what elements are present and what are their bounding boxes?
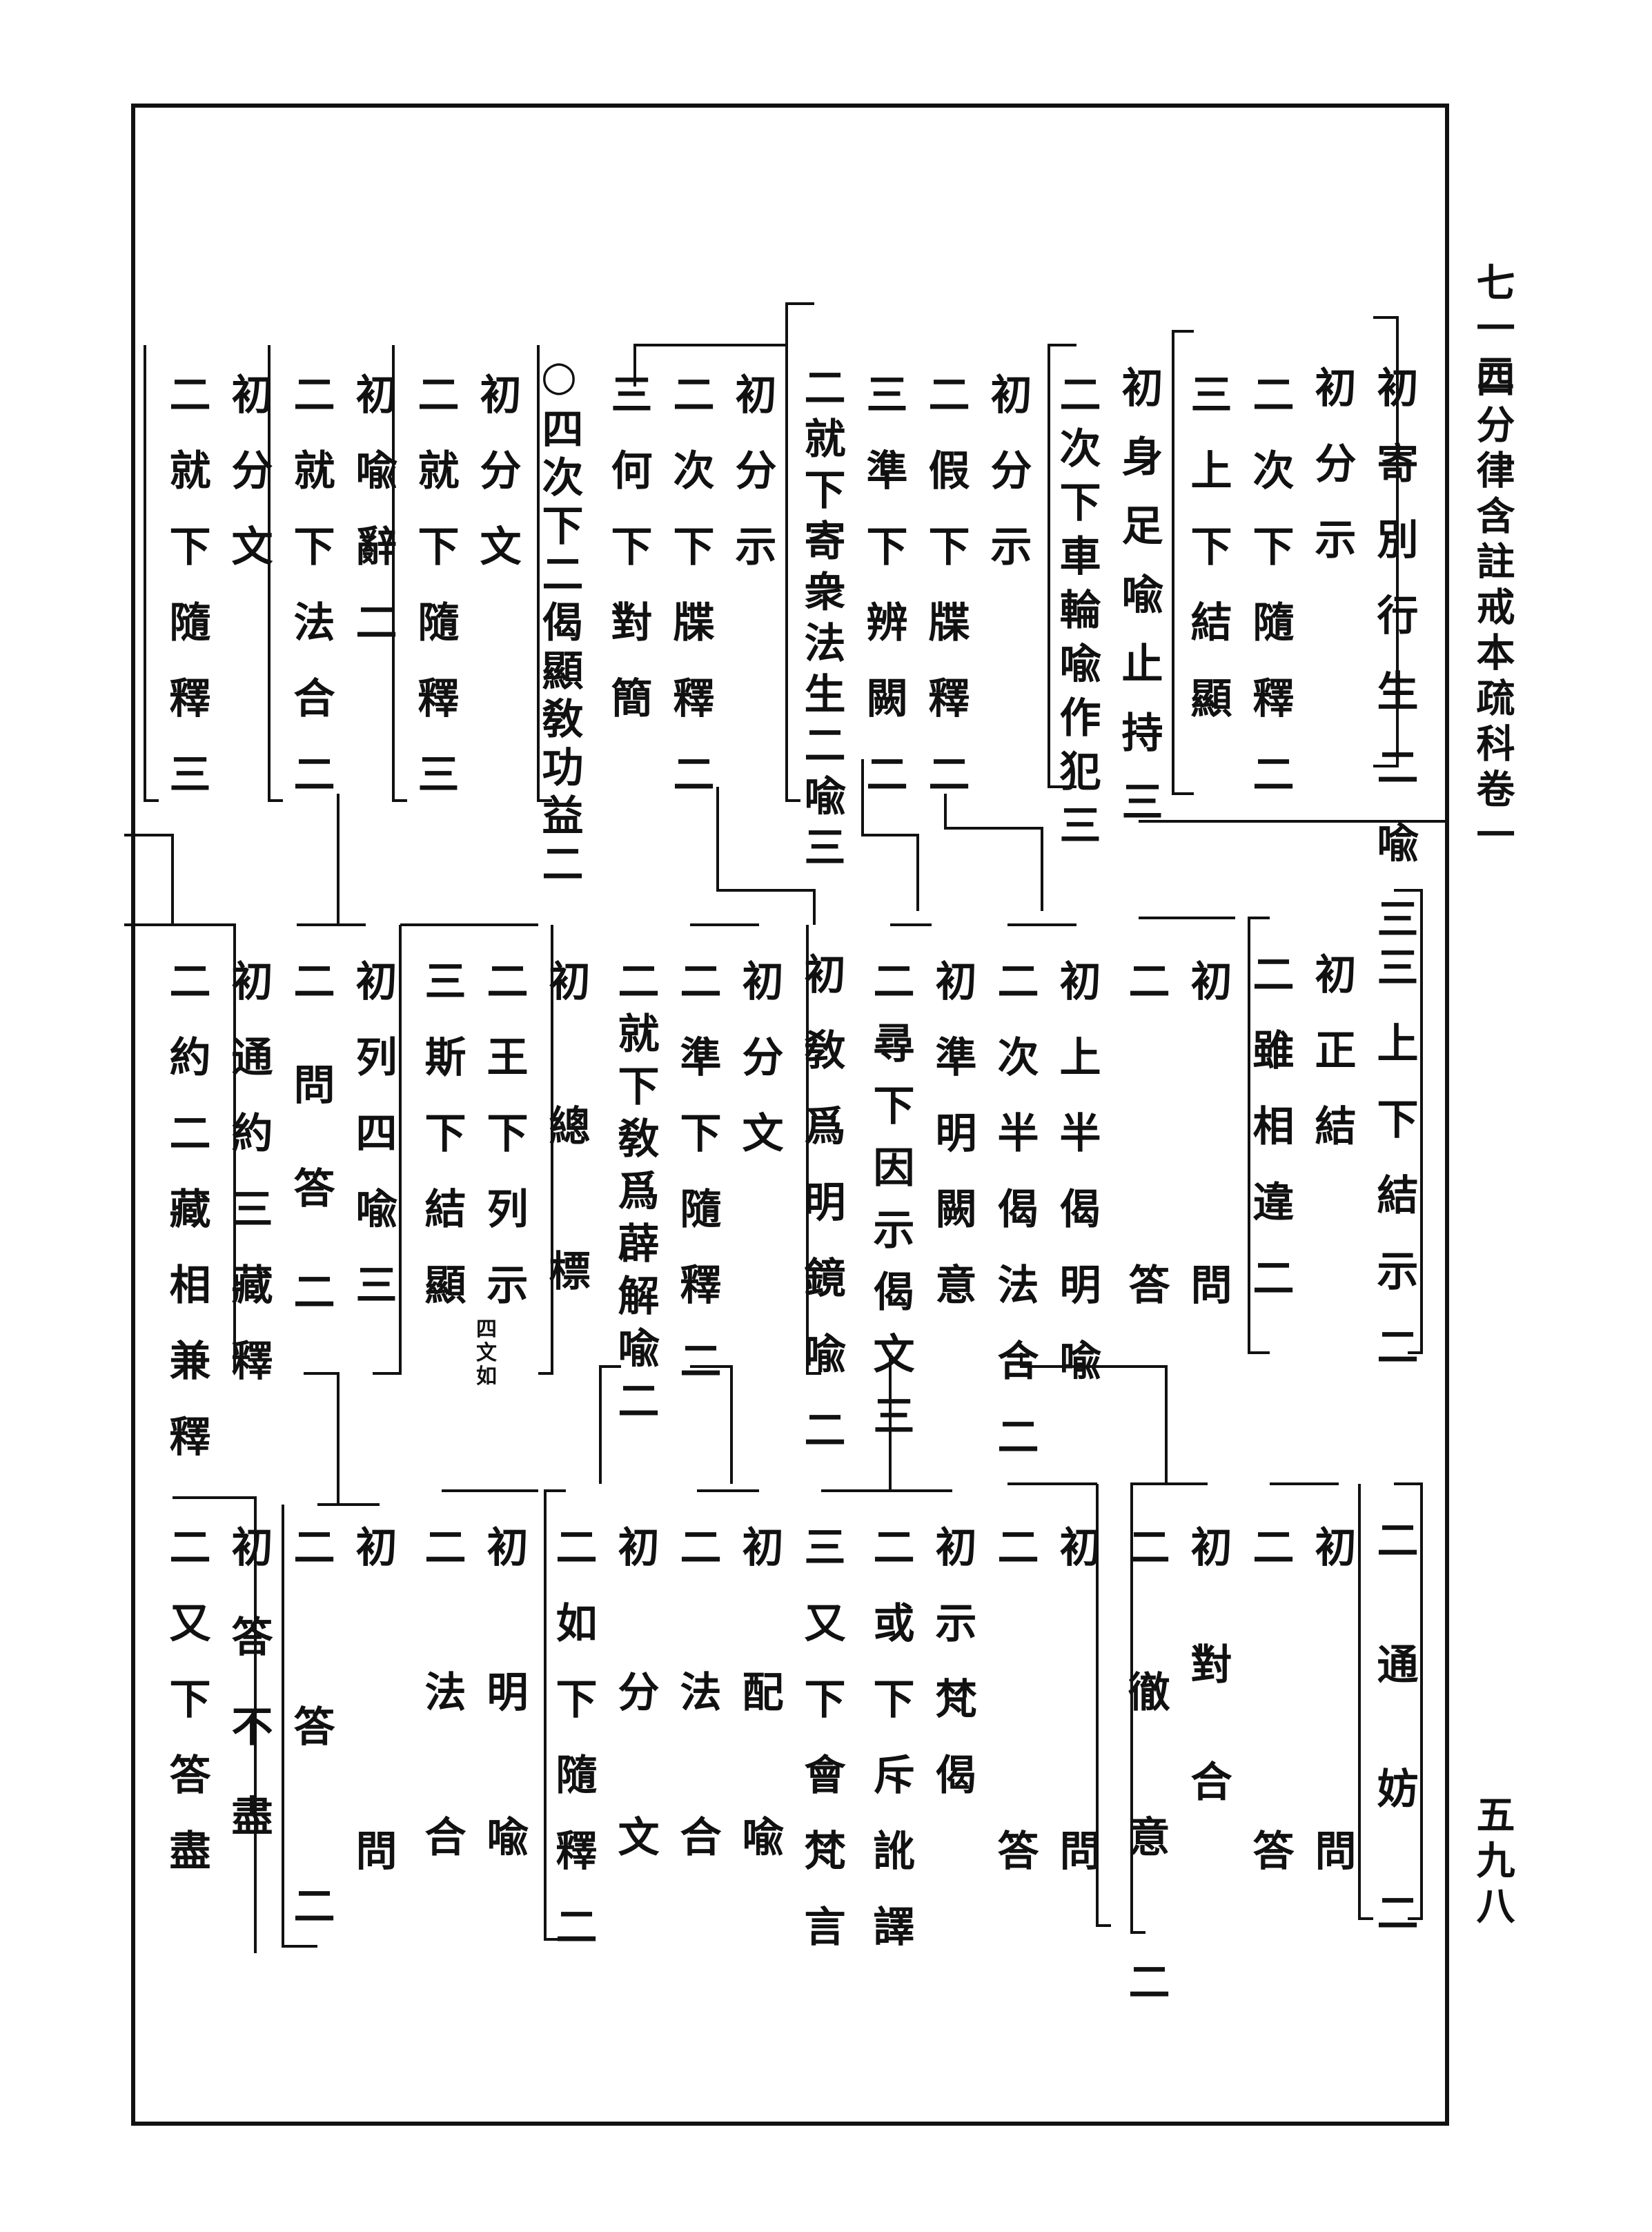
outline-entry: 初答不盡 (224, 1525, 273, 1884)
outline-entry: 初分示 (1308, 366, 1356, 594)
outline-entry: 二如下隨釋二 (549, 1525, 597, 1981)
outline-entry: 初分示 (983, 373, 1032, 600)
outline-entry: 初分示 (728, 373, 776, 600)
outline-entry: 初寄別行生二喩三 (1370, 366, 1418, 973)
outline-entry: 初分文 (473, 373, 521, 600)
outline-entry: 二或下斥訛譯 (866, 1525, 914, 1981)
outline-entry: 初上半偈明喩 (1052, 959, 1101, 1415)
outline-entry: 二次下牒釋二 (666, 373, 714, 828)
outline-entry: 初問 (348, 1525, 397, 2133)
page-frame (131, 104, 1449, 2126)
outline-entry: 初總標 (542, 959, 590, 1394)
outline-entry: 初準明闕意 (928, 959, 976, 1339)
outline-entry: 二準下隨釋二 (673, 959, 721, 1415)
outline-entry: 二問答二 (286, 959, 335, 1373)
outline-entry: 三何下對簡 (604, 373, 652, 752)
outline-entry: 二次下車輪喩作犯三 (1052, 373, 1101, 857)
outline-entry: 二尋下因示偈文三 (866, 959, 914, 1456)
outline-entry: 二法合 (673, 1525, 721, 1960)
outline-entry: 初正結 (1308, 952, 1356, 1180)
outline-entry: 二又下答盡 (162, 1525, 210, 1905)
outline-entry: 二假下牒釋二 (921, 373, 970, 828)
outline-entry: 初通約三藏釋 (224, 959, 273, 1415)
outline-entry: 初身足喩止持三 (1114, 366, 1163, 849)
outline-entry: 初列四喩三 (348, 959, 397, 1339)
outline-entry: 二就下隨釋三 (411, 373, 459, 828)
outline-entry: 初配喩 (735, 1525, 783, 1960)
outline-entry: 二次半偈法合二 (990, 959, 1039, 1491)
outline-entry: 三上下結示二 (1370, 946, 1418, 1401)
outline-entry: 初明喩 (480, 1525, 528, 1960)
outline-entry: 初分文 (611, 1525, 659, 1960)
outline-entry: 初示梵偈 (928, 1525, 976, 1829)
outline-entry: ○四次下二偈顯敎功益二 (535, 352, 583, 890)
outline-entry: 初分文 (735, 959, 783, 1187)
outline-entry: 三斯下結顯 (417, 959, 466, 1339)
outline-entry: 初問 (1183, 959, 1232, 1567)
outline-entry: 初問 (1052, 1525, 1101, 2133)
outline-entry: 初敎爲明鏡喩二 (797, 952, 845, 1484)
outline-entry: 二答 (1246, 1525, 1294, 2133)
outline-entry: 三準下辨闕二 (859, 373, 907, 828)
header-page-ref: 七一三 (1470, 262, 1515, 399)
outline-entry: 初喩辭二 (348, 373, 397, 676)
outline-entry: 二約二藏相兼釋 (162, 959, 210, 1491)
page-number: 五九八 (1470, 1794, 1515, 1931)
outline-entry: 初對合 (1183, 1525, 1232, 1877)
outline-entry: 二徹意二 (1121, 1525, 1170, 2105)
outline-entry: 二就下法合二 (286, 373, 335, 828)
outline-entry: 二就下寄衆法生二喩三 (797, 366, 845, 877)
outline-entry: 二就下隨釋三 (162, 373, 210, 828)
outline-entry: 二法合 (417, 1525, 466, 1960)
outline-entry: 初問 (1308, 1525, 1356, 2133)
interlinear-note: 四文如 (476, 1318, 531, 1389)
outline-entry: 二答 (1121, 959, 1170, 1567)
outline-entry: 二答 (990, 1525, 1039, 2133)
header-book-title: 四分律含註戒本疏科卷一 (1470, 359, 1515, 860)
outline-entry: 二通妨二 (1370, 1518, 1418, 2015)
outline-entry: 二答二 (286, 1525, 335, 2064)
outline-entry: 初分文 (224, 373, 273, 600)
outline-entry: 三又下會梵言 (797, 1525, 845, 1981)
outline-entry: 二次下隨釋二 (1246, 373, 1294, 828)
outline-entry: 二雖相違二 (1246, 952, 1294, 1332)
outline-entry: 三上下結顯 (1183, 373, 1232, 752)
outline-entry: 二王下列示 (480, 959, 528, 1339)
outline-entry: 二就下敎爲薜解喩二 (611, 959, 659, 1431)
